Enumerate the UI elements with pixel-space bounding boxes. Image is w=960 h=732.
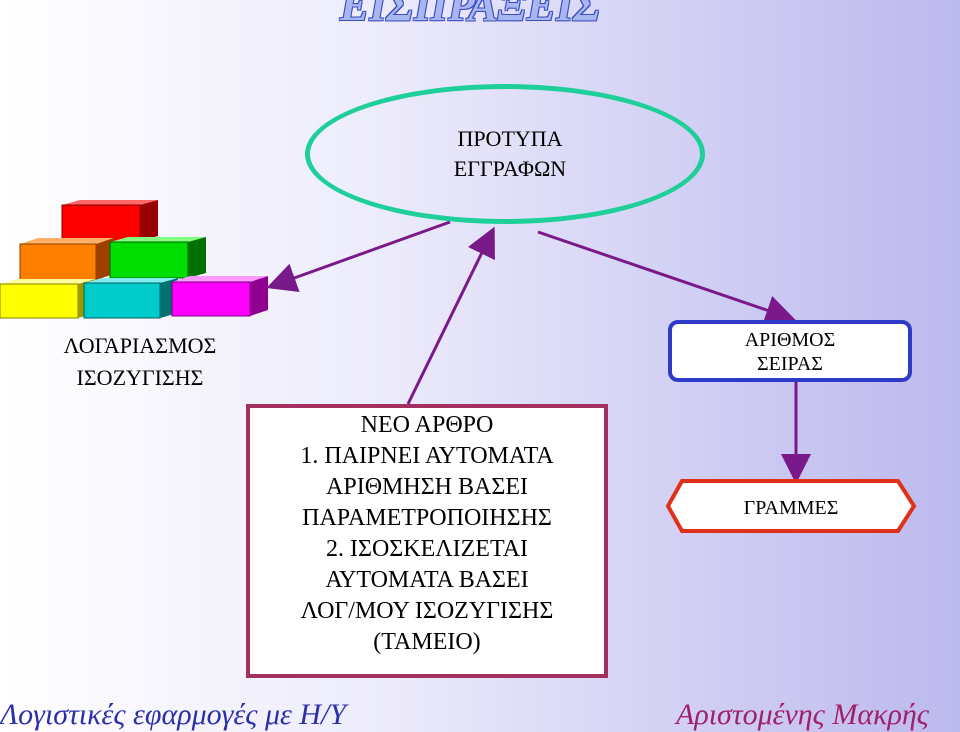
new-entry-line: ΝΕΟ ΑΡΘΡΟ <box>360 412 494 438</box>
new-entry-text: ΝΕΟ ΑΡΘΡΟ 1. ΠΑΙΡΝΕΙ ΑΥΤΟΜΑΤΑ ΑΡΙΘΜΗΣΗ Β… <box>246 410 608 658</box>
lines-box <box>665 479 917 533</box>
footer-author: Αριστομένης Μακρής <box>676 698 929 731</box>
page-title: ΕΙΣΠΡΑΞΕΙΣ <box>340 0 601 30</box>
templates-line-2: ΕΓΓΡΑΦΩΝ <box>453 156 567 181</box>
serial-number-box: ΑΡΙΘΜΟΣ ΣΕΙΡΑΣ <box>668 320 912 382</box>
ledger-line-2: ΙΣΟΖΥΓΙΣΗΣ <box>76 365 204 390</box>
templates-ellipse <box>305 84 705 224</box>
new-entry-line: (ΤΑΜΕΙΟ) <box>373 629 481 655</box>
new-entry-line: ΛΟΓ/ΜΟΥ ΙΣΟΖΥΓΙΣΗΣ <box>300 598 554 624</box>
new-entry-line: ΠΑΡΑΜΕΤΡΟΠΟΙΗΣΗΣ <box>302 505 552 531</box>
ledger-line-1: ΛΟΓΑΡΙΑΣΜΟΣ <box>63 333 217 358</box>
ledger-label: ΛΟΓΑΡΙΑΣΜΟΣ ΙΣΟΖΥΓΙΣΗΣ <box>20 330 260 394</box>
footer-course-title: Λογιστικές εφαρμογές με Η/Υ <box>0 698 347 731</box>
templates-line-1: ΠΡΟΤΥΠΑ <box>457 126 563 151</box>
new-entry-line: 2. ΙΣΟΣΚΕΛΙΖΕΤΑΙ <box>325 536 529 562</box>
lines-label: ΓΡΑΜΜΕΣ <box>744 497 839 519</box>
arrow-to-ledger <box>266 220 451 292</box>
new-entry-line: 1. ΠΑΙΡΝΕΙ ΑΥΤΟΜΑΤΑ <box>300 443 554 469</box>
arrow-to-serial <box>537 230 796 325</box>
new-entry-line: ΑΡΙΘΜΗΣΗ ΒΑΣΕΙ <box>326 474 528 500</box>
serial-line-2: ΣΕΙΡΑΣ <box>757 353 823 375</box>
ledger-blocks-icon <box>0 200 268 319</box>
serial-line-1: ΑΡΙΘΜΟΣ <box>744 329 836 351</box>
new-entry-box <box>246 404 608 678</box>
new-entry-line: ΑΥΤΟΜΑΤΑ ΒΑΣΕΙ <box>325 567 529 593</box>
templates-label: ΠΡΟΤΥΠΑ ΕΓΓΡΑΦΩΝ <box>395 124 625 184</box>
arrow-to-templates <box>406 226 495 405</box>
